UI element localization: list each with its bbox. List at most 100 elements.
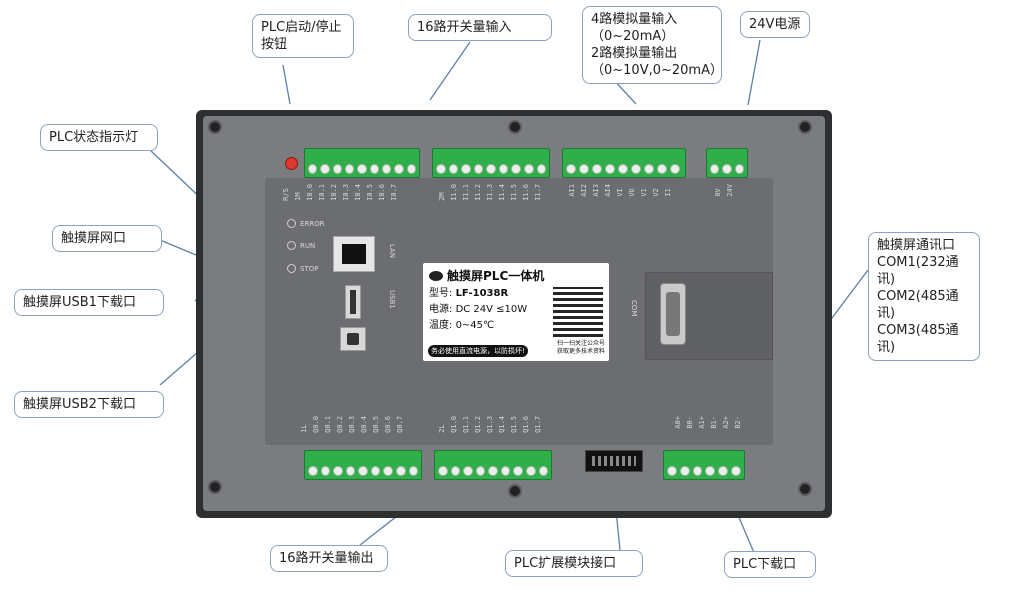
usb-a-icon bbox=[350, 290, 356, 314]
callout-text: 2路模拟量输出 bbox=[591, 46, 678, 61]
brand-name: 触摸屏PLC一体机 bbox=[447, 269, 545, 283]
callout-digital-out: 16路开关量输出 bbox=[270, 545, 388, 572]
pin-label: A2+ bbox=[722, 416, 730, 429]
callout-text: PLC状态指示灯 bbox=[49, 130, 139, 145]
callout-text: PLC启动/停止 bbox=[261, 20, 342, 35]
pin-label: 2M bbox=[438, 192, 446, 201]
callout-status-led: PLC状态指示灯 bbox=[40, 124, 158, 151]
terminal-screw-icon bbox=[406, 164, 416, 174]
terminal-digital-in-a[interactable] bbox=[304, 148, 420, 178]
model-value: LF-1038R bbox=[455, 288, 509, 299]
terminal-screw-icon bbox=[525, 466, 536, 476]
terminal-screw-icon bbox=[566, 164, 576, 174]
power-row: 电源: DC 24V ≤10W bbox=[429, 303, 603, 316]
led-run: RUN bbox=[287, 241, 315, 250]
terminal-screw-icon bbox=[450, 466, 461, 476]
qr-caption-line: 扫一扫关注公众号 bbox=[556, 340, 605, 347]
callout-comm: 触摸屏通讯口 COM1(232通讯) COM2(485通讯) COM3(485通… bbox=[868, 232, 980, 361]
callout-analog: 4路模拟量输入 （0~20mA） 2路模拟量输出 （0~10V,0~20mA） bbox=[582, 6, 723, 84]
pin-label: Q0.2 bbox=[336, 416, 344, 433]
usb1-port[interactable] bbox=[345, 285, 361, 319]
terminal-digital-out-a[interactable] bbox=[304, 450, 422, 480]
pin-labels-power: 0V 24V bbox=[714, 184, 734, 197]
led-error: ERROR bbox=[287, 219, 325, 228]
callout-text: PLC扩展模块接口 bbox=[514, 556, 617, 571]
logo-icon bbox=[429, 270, 443, 281]
db9-socket-icon bbox=[666, 292, 680, 336]
pin-label: 0V bbox=[714, 188, 722, 197]
led-label: STOP bbox=[300, 264, 319, 273]
model-key: 型号: bbox=[429, 288, 453, 299]
pin-label: I0.3 bbox=[342, 184, 350, 201]
pin-label: Q0.1 bbox=[324, 416, 332, 433]
temp-row: 温度: 0~45℃ bbox=[429, 319, 603, 332]
terminal-screw-icon bbox=[332, 164, 342, 174]
pin-label: VI bbox=[616, 188, 624, 197]
terminal-screw-icon bbox=[345, 466, 356, 476]
pin-label: Q0.3 bbox=[348, 416, 356, 433]
plc-expansion-port[interactable] bbox=[585, 450, 643, 472]
pin-label: I0.6 bbox=[378, 184, 386, 201]
pin-label: VO bbox=[628, 188, 636, 197]
terminal-digital-in-b[interactable] bbox=[432, 148, 550, 178]
terminal-screw-icon bbox=[308, 164, 318, 174]
pin-labels-analog: AI1 AI2 AI3 AI4 VI VO V1 V2 I1 bbox=[568, 184, 672, 197]
power-value: DC 24V ≤10W bbox=[455, 304, 528, 315]
terminal-screw-icon bbox=[369, 164, 379, 174]
terminal-analog[interactable] bbox=[562, 148, 686, 178]
terminal-screw-icon bbox=[395, 466, 406, 476]
qr-code-icon bbox=[553, 287, 603, 337]
callout-text: 16路开关量输入 bbox=[417, 20, 512, 35]
pin-label: B2- bbox=[734, 416, 742, 429]
terminal-screw-icon bbox=[383, 466, 393, 476]
pin-label: I1.3 bbox=[486, 184, 494, 201]
terminal-digital-out-b[interactable] bbox=[434, 450, 552, 480]
led-label: RUN bbox=[300, 241, 316, 250]
leader-power bbox=[747, 39, 761, 106]
pin-label: I0.4 bbox=[354, 184, 362, 201]
pin-label: Q0.5 bbox=[372, 416, 380, 433]
pin-label: I1.0 bbox=[450, 184, 458, 201]
led-icon bbox=[287, 264, 296, 273]
terminal-screw-icon bbox=[731, 466, 741, 476]
terminal-screw-icon bbox=[722, 164, 732, 174]
pin-label: 1M bbox=[294, 192, 302, 201]
terminal-screw-icon bbox=[667, 466, 677, 476]
callout-text: （0~20mA） bbox=[591, 29, 675, 44]
terminal-screw-icon bbox=[320, 164, 330, 174]
pin-label: Q0.6 bbox=[384, 416, 392, 433]
callout-text: 4路模拟量输入 bbox=[591, 12, 678, 27]
terminal-screw-icon bbox=[523, 164, 534, 174]
pin-label: Q0.7 bbox=[396, 416, 404, 433]
plc-run-stop-button[interactable] bbox=[285, 157, 298, 170]
terminal-screw-icon bbox=[536, 164, 547, 174]
callout-lan: 触摸屏网口 bbox=[52, 225, 162, 252]
callout-text: COM3(485通讯) bbox=[877, 323, 959, 355]
callout-text: 触摸屏通讯口 bbox=[877, 238, 956, 253]
terminal-screw-icon bbox=[344, 164, 355, 174]
db9-com-port[interactable] bbox=[660, 283, 686, 345]
usb1-label: USB1 bbox=[388, 290, 396, 309]
terminal-screw-icon bbox=[592, 164, 602, 174]
terminal-screw-icon bbox=[538, 466, 549, 476]
warning-text: 务必使用直流电源，以防损坏! bbox=[428, 345, 528, 357]
pin-label: B1- bbox=[710, 416, 718, 429]
terminal-screw-icon bbox=[618, 164, 628, 174]
lan-port[interactable] bbox=[333, 236, 375, 272]
terminal-screw-icon bbox=[473, 164, 484, 174]
pin-label: Q1.5 bbox=[510, 416, 518, 433]
usb-b-icon bbox=[347, 333, 359, 345]
usb2-port[interactable] bbox=[340, 327, 366, 351]
pin-label: 24V bbox=[726, 184, 734, 197]
pin-label: AI4 bbox=[604, 184, 612, 197]
pin-label: Q1.7 bbox=[534, 416, 542, 433]
terminal-power[interactable] bbox=[706, 148, 748, 178]
pin-labels-digital-out-b: 2L Q1.0 Q1.1 Q1.2 Q1.3 Q1.4 Q1.5 Q1.6 Q1… bbox=[438, 416, 542, 433]
pin-label: A0+ bbox=[674, 416, 682, 429]
callout-text: 16路开关量输出 bbox=[279, 551, 374, 566]
pin-label: A1+ bbox=[698, 416, 706, 429]
pin-label: B0- bbox=[686, 416, 694, 429]
terminal-screw-icon bbox=[644, 164, 654, 174]
terminal-plc-download[interactable] bbox=[663, 450, 745, 480]
callout-power: 24V电源 bbox=[740, 11, 810, 38]
